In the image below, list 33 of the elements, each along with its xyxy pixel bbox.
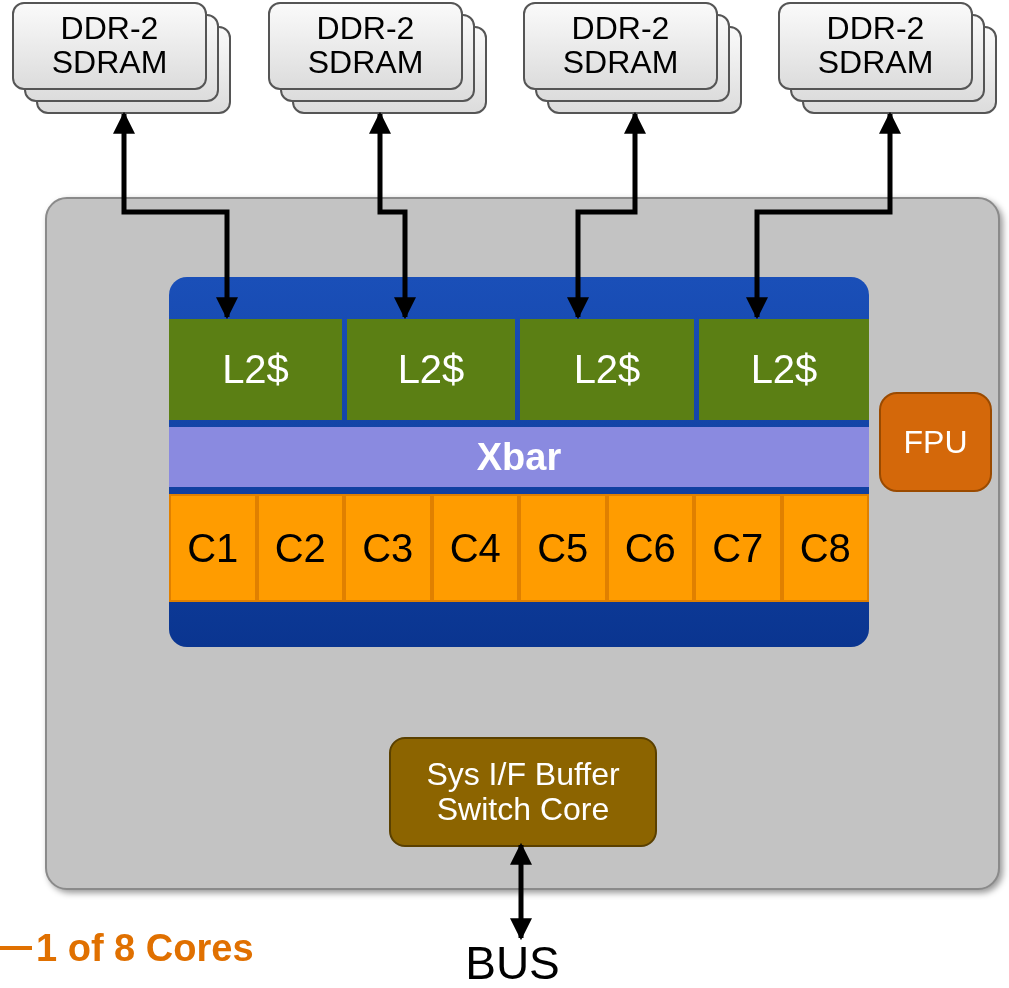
core-block: C3 xyxy=(344,494,432,602)
memory-stack xyxy=(268,2,487,114)
memory-label: DDR-2 SDRAM xyxy=(50,12,169,80)
crossbar-bar: Xbar xyxy=(169,427,869,487)
cache-crossbar-panel xyxy=(169,277,869,647)
core-block: C8 xyxy=(781,494,869,602)
chip-outline xyxy=(45,197,1000,890)
core-block: C2 xyxy=(256,494,344,602)
bus-label: BUS xyxy=(455,938,570,988)
double-arrow xyxy=(510,842,532,941)
memory-stack xyxy=(778,2,997,114)
memory-label: DDR-2 SDRAM xyxy=(306,12,425,80)
core-block: C4 xyxy=(431,494,519,602)
memory-label: DDR-2 SDRAM xyxy=(816,12,935,80)
double-arrow xyxy=(369,111,416,320)
double-arrow xyxy=(567,111,646,320)
double-arrow xyxy=(113,111,238,320)
fpu-block: FPU xyxy=(879,392,992,492)
cache-block: L2$ xyxy=(520,319,694,420)
cache-block: L2$ xyxy=(347,319,515,420)
interface-block: Sys I/F Buffer Switch Core xyxy=(389,737,657,847)
core-block: C6 xyxy=(606,494,694,602)
double-arrow xyxy=(746,111,901,320)
caption-text: 1 of 8 Cores xyxy=(36,926,261,970)
cache-block: L2$ xyxy=(699,319,869,420)
cache-block: L2$ xyxy=(169,319,342,420)
memory-stack xyxy=(523,2,742,114)
memory-stack xyxy=(12,2,231,114)
core-block: C5 xyxy=(519,494,607,602)
leader-line xyxy=(0,946,32,950)
core-block: C1 xyxy=(169,494,257,602)
core-block: C7 xyxy=(694,494,782,602)
memory-label: DDR-2 SDRAM xyxy=(561,12,680,80)
